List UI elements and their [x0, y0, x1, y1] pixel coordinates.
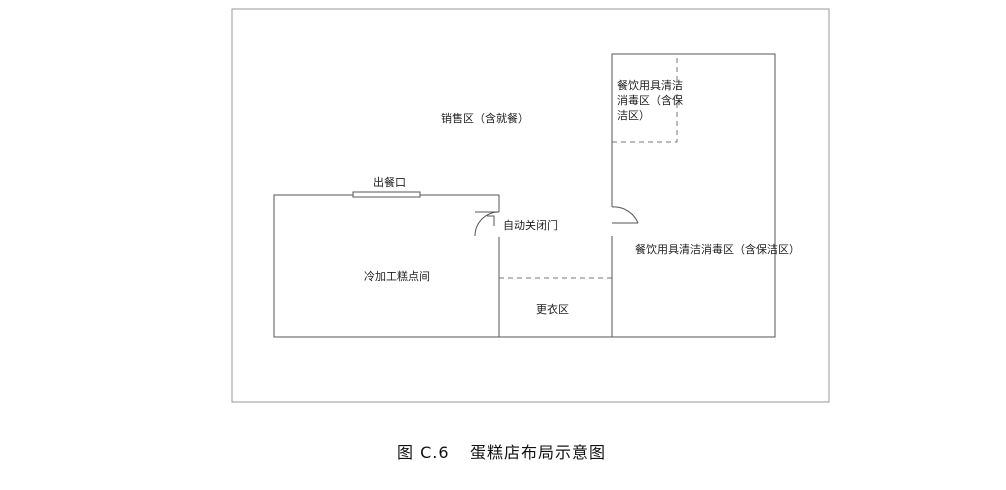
outer-boundary	[231, 8, 830, 403]
serving-window-label: 出餐口	[373, 175, 406, 189]
dish-small-label-line3: 洁区）	[617, 109, 650, 122]
dish-small-label-line1: 餐饮用具清洁	[617, 78, 683, 92]
auto-door-label: 自动关闭门	[503, 218, 558, 232]
auto-door-mark	[487, 215, 495, 226]
cold-room-label: 冷加工糕点间	[364, 269, 430, 283]
cold-room-wall	[273, 194, 500, 338]
changing-area-label: 更衣区	[536, 302, 569, 316]
figure-number: 图 C.6	[397, 443, 450, 462]
dish-area-wall-upper	[611, 53, 776, 338]
sales-area-label: 销售区（含就餐）	[441, 111, 529, 125]
dish-main-label: 餐饮用具清洁消毒区（含保洁区）	[635, 242, 800, 256]
dish-door-swing	[611, 206, 639, 224]
storage-subarea-dashed	[612, 54, 678, 143]
figure-title: 蛋糕店布局示意图	[470, 443, 606, 462]
serving-window	[352, 191, 421, 198]
dish-small-label-line2: 消毒区（含保	[617, 93, 683, 107]
